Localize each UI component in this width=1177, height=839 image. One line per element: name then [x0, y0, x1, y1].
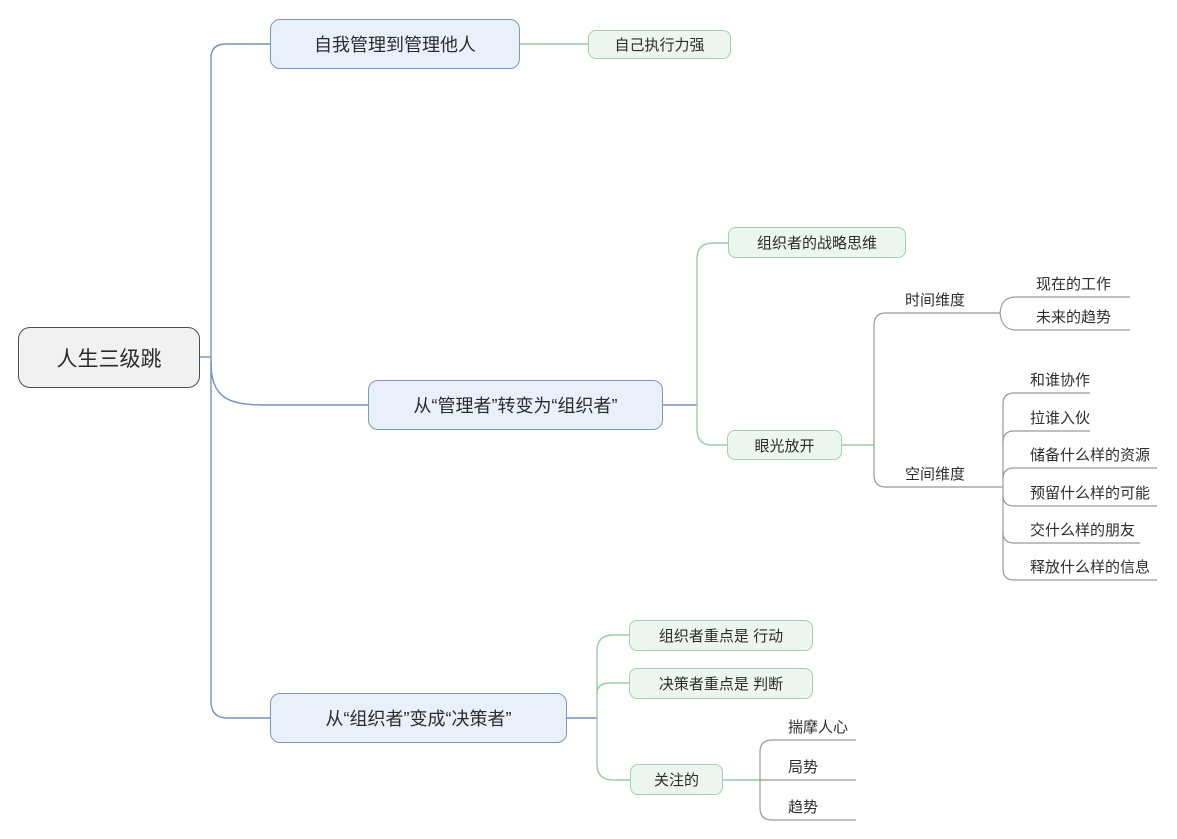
node-collaborate-with-whom[interactable]: 和谁协作	[1030, 372, 1091, 389]
node-broaden-vision[interactable]: 眼光放开	[727, 430, 842, 460]
connectors-gray	[759, 296, 1157, 821]
connectors-green	[520, 43, 874, 781]
connectors-blue	[200, 43, 697, 719]
node-trend[interactable]: 趋势	[788, 799, 819, 816]
node-manager-to-organizer[interactable]: 从“管理者”转变为“组织者”	[368, 380, 663, 430]
node-recruit-whom[interactable]: 拉谁入伙	[1030, 410, 1091, 427]
node-root[interactable]: 人生三级跳	[18, 327, 200, 388]
node-space-dimension[interactable]: 空间维度	[905, 466, 966, 483]
node-organizer-focus-action[interactable]: 组织者重点是 行动	[629, 620, 813, 651]
node-current-work[interactable]: 现在的工作	[1036, 276, 1112, 293]
node-focus-on[interactable]: 关注的	[630, 764, 723, 795]
node-organizer-strategic-thinking[interactable]: 组织者的战略思维	[728, 227, 906, 258]
node-situation[interactable]: 局势	[788, 759, 819, 776]
node-future-trend[interactable]: 未来的趋势	[1036, 309, 1112, 326]
node-strong-self-execution[interactable]: 自己执行力强	[588, 30, 731, 59]
node-time-dimension[interactable]: 时间维度	[905, 292, 966, 309]
node-decision-maker-focus-judgment[interactable]: 决策者重点是 判断	[629, 668, 813, 699]
node-release-information[interactable]: 释放什么样的信息	[1030, 559, 1151, 576]
node-self-to-managing-others[interactable]: 自我管理到管理他人	[270, 19, 520, 69]
node-reserve-possibilities[interactable]: 预留什么样的可能	[1030, 485, 1151, 502]
node-reserve-resources[interactable]: 储备什么样的资源	[1030, 447, 1151, 464]
node-read-people[interactable]: 揣摩人心	[788, 719, 849, 736]
node-organizer-to-decision-maker[interactable]: 从“组织者”变成“决策者”	[270, 693, 567, 743]
node-make-friends[interactable]: 交什么样的朋友	[1030, 522, 1136, 539]
